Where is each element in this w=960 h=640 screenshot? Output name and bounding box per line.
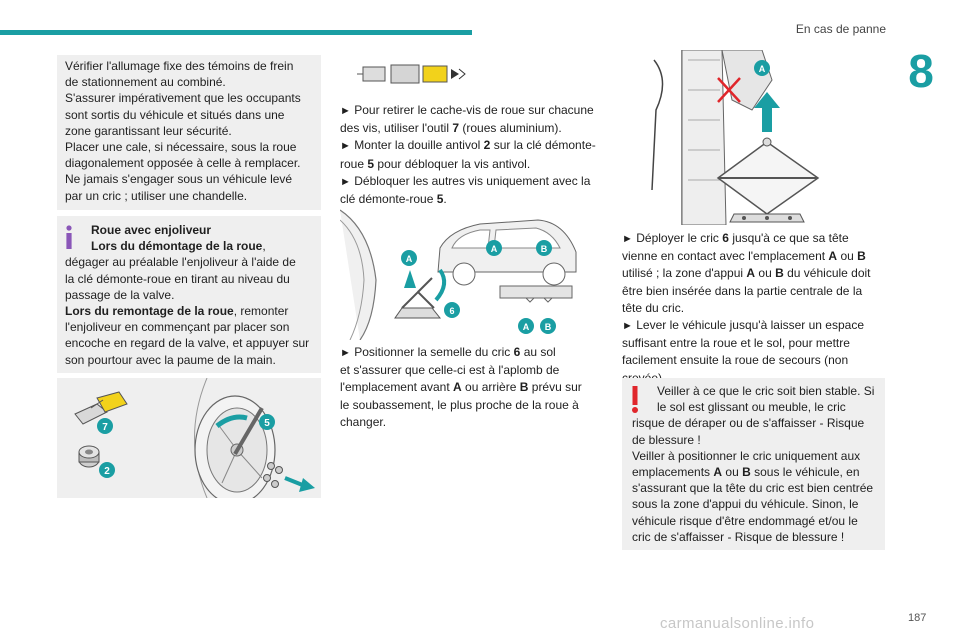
point-a-marker-rail: A: [518, 318, 534, 334]
antitheft-socket-icon: [78, 445, 100, 468]
wheel-bolts-icon: [263, 462, 283, 488]
underbody-rail-icon: [499, 285, 573, 303]
scissor-jack-icon: [716, 137, 820, 223]
car-silhouette-icon: [437, 219, 577, 286]
info-line: , remonter: [233, 304, 289, 319]
chapter-title: En cas de panne: [795, 22, 886, 36]
tool-sequence-figure: [355, 55, 470, 93]
svg-text:2: 2: [104, 466, 110, 477]
info-line: ,: [262, 239, 266, 254]
safety-line: par un cric ; utiliser une chandelle.: [65, 188, 248, 203]
svg-text:A: A: [406, 254, 413, 264]
info-box: Roue avec enjoliveur Lors du démontage d…: [57, 216, 321, 373]
info-line: la clé démonte-roue en tirant au niveau …: [65, 271, 290, 286]
info-icon: [66, 225, 72, 249]
jack-6-badge: 6: [444, 302, 460, 318]
safety-line: zone garantissant leur sécurité.: [65, 123, 232, 138]
info-title: Roue avec enjoliveur: [91, 223, 212, 237]
svg-text:7: 7: [102, 422, 108, 433]
svg-text:B: B: [541, 244, 548, 254]
label-2-badge: 2: [99, 462, 115, 478]
info-line: encoche en regard de la valve, et appuye…: [65, 336, 310, 351]
point-a-marker-lift: A: [754, 60, 770, 76]
safety-line: diagonalement opposée à celle à remplace…: [65, 156, 301, 171]
wheel-wrench-icon: [215, 406, 264, 456]
safety-check-box: Vérifier l'allumage fixe des témoins de …: [57, 55, 321, 210]
wrong-position-cross-icon: [717, 77, 741, 103]
label-7-badge: 7: [97, 418, 113, 434]
info-sub2-bold: Lors du remontage de la roue: [65, 304, 234, 319]
flat-tire-icon: [340, 209, 377, 340]
point-b-marker-car: B: [536, 240, 552, 256]
warning-box: Veiller à ce que le cric soit bien stabl…: [622, 378, 885, 550]
chapter-number: 8: [908, 45, 934, 97]
warning-exclamation-icon: [632, 386, 638, 413]
direction-arrow-icon: [284, 476, 315, 492]
svg-text:B: B: [545, 322, 552, 332]
lift-arrow-icon: [754, 92, 780, 132]
info-line: passage de la valve.: [65, 287, 175, 302]
safety-line: de stationnement au combiné.: [65, 75, 226, 90]
jack-lifting-illustration: A: [651, 50, 820, 225]
safety-line: sont sortis du véhicule et situés dans u…: [65, 107, 285, 122]
tool-sequence-illustration: [357, 64, 466, 84]
info-sub1-bold: Lors du démontage de la roue: [91, 239, 263, 254]
safety-line: Vérifier l'allumage fixe des témoins de …: [65, 59, 294, 73]
svg-text:6: 6: [449, 306, 454, 316]
safety-line: Ne jamais s'engager sous un véhicule lev…: [65, 172, 293, 187]
svg-text:A: A: [491, 244, 498, 254]
wheel-icon: [194, 378, 276, 498]
point-a-marker-jack: A: [401, 250, 417, 266]
wheel-removal-illustration: 7 2 5: [74, 378, 315, 498]
chapter-accent-bar: [0, 30, 472, 35]
jack-placement-illustration: A B A 6 A B: [340, 209, 577, 340]
steps-column-3: ► Déployer le cric 6 jusqu'à ce que sa t…: [622, 231, 871, 385]
watermark: carmanualsonline.info: [660, 615, 815, 632]
jack-icon: [394, 268, 447, 319]
info-line: son pourtour avec la paume de la main.: [65, 352, 276, 367]
label-5-badge: 5: [259, 414, 275, 430]
steps-column-2b: ► Positionner la semelle du cric 6 au so…: [340, 345, 582, 429]
tire-closeup-icon: [651, 50, 727, 225]
cap-removal-tool-icon: [74, 391, 128, 425]
safety-line: Placer une cale, si nécessaire, sous la …: [65, 140, 297, 155]
info-line: dégager au préalable l'enjoliveur à l'ai…: [65, 255, 296, 270]
svg-text:A: A: [759, 64, 766, 74]
jack-lifting-figure: A: [622, 50, 884, 225]
point-b-marker-rail: B: [540, 318, 556, 334]
svg-text:5: 5: [264, 418, 270, 429]
page-number: 187: [908, 612, 927, 624]
info-line: l'enjoliveur en commençant par placer so…: [65, 320, 290, 335]
safety-line: S'assurer impérativement que les occupan…: [65, 91, 301, 106]
jack-placement-figure: A B A 6 A B: [340, 200, 604, 340]
svg-text:A: A: [523, 322, 530, 332]
wheel-removal-figure: 7 2 5: [57, 378, 321, 498]
point-a-marker-car: A: [486, 240, 502, 256]
steps-column-2: ► Pour retirer le cache-vis de roue sur …: [340, 103, 596, 207]
